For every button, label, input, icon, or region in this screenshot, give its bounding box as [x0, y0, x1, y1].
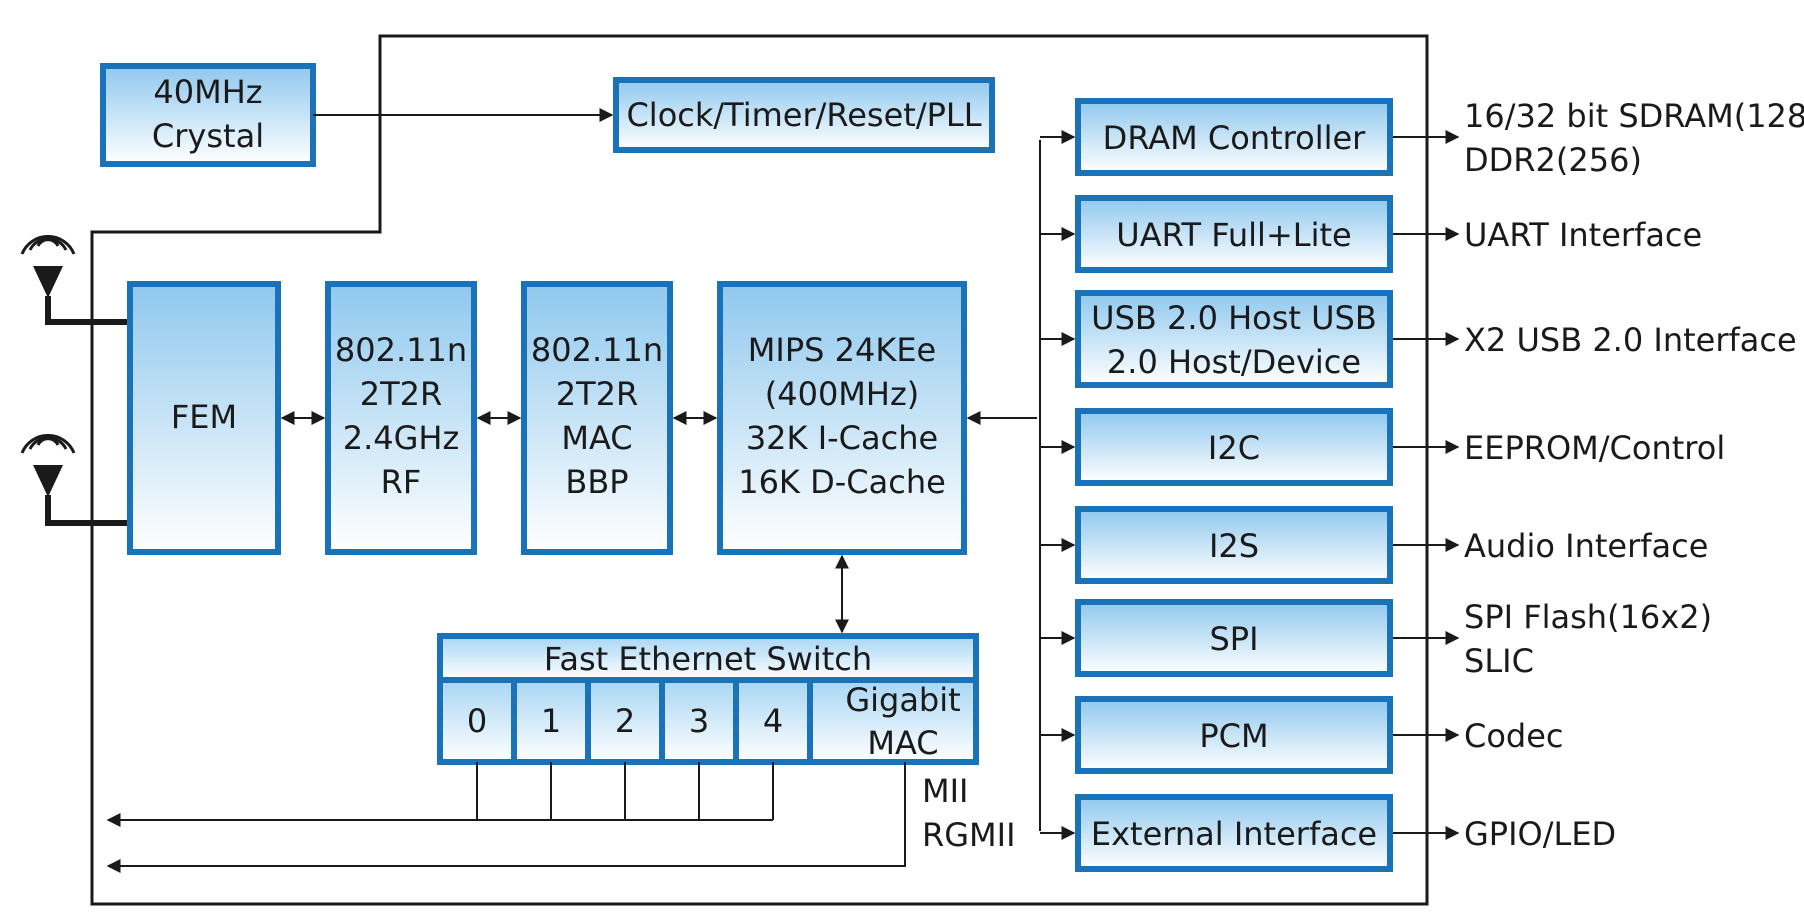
- rf-block: 802.11n 2T2R 2.4GHz RF: [325, 281, 477, 555]
- ext-label-7-0: GPIO/LED: [1464, 815, 1616, 853]
- peripheral-label-2-0: USB 2.0 Host USB: [1091, 299, 1377, 337]
- crystal-block: 40MHz Crystal: [100, 63, 316, 167]
- peripheral-4: I2S Audio Interface: [1040, 506, 1708, 584]
- peripheral-label-4-0: I2S: [1209, 527, 1259, 565]
- peripheral-box-6: [1075, 696, 1393, 774]
- rf-line1: 802.11n: [335, 331, 467, 369]
- ext-label-5-1: SLIC: [1464, 642, 1534, 680]
- peripheral-label-5-0: SPI: [1209, 620, 1258, 658]
- ext-label-4-0: Audio Interface: [1464, 527, 1708, 565]
- fem-label: FEM: [171, 398, 237, 436]
- peripheral-label-0-0: DRAM Controller: [1103, 119, 1367, 157]
- ext-label-0-0: 16/32 bit SDRAM(128): [1464, 97, 1804, 135]
- peripheral-box-4: [1075, 506, 1393, 584]
- antenna-top-icon: [20, 234, 130, 325]
- switch-port-4: 4: [763, 702, 783, 740]
- crystal-line2: Crystal: [152, 117, 264, 155]
- switch-title: Fast Ethernet Switch: [544, 640, 872, 678]
- peripheral-5: SPI SPI Flash(16x2) SLIC: [1040, 598, 1712, 680]
- peripheral-3: I2C EEPROM/Control: [1040, 408, 1725, 486]
- cpu-line1: MIPS 24KEe: [748, 331, 936, 369]
- peripheral-box-7: [1075, 794, 1393, 872]
- peripheral-label-7-0: External Interface: [1091, 815, 1377, 853]
- rf-line3: 2.4GHz: [343, 419, 460, 457]
- peripheral-box-5: [1075, 599, 1393, 677]
- mac-line4: BBP: [565, 463, 628, 501]
- mac-block: 802.11n 2T2R MAC BBP: [521, 281, 673, 555]
- switch-port-1: 1: [541, 702, 561, 740]
- chip-boundary: [90, 34, 1429, 906]
- peripheral-label-3-0: I2C: [1208, 429, 1260, 467]
- clock-block: Clock/Timer/Reset/PLL: [613, 77, 995, 153]
- cpu-line3: 32K I-Cache: [746, 419, 938, 457]
- mac-line3: MAC: [561, 419, 632, 457]
- cpu-line2: (400MHz): [765, 375, 920, 413]
- rgmii-label: RGMII: [922, 816, 1016, 854]
- antenna-bottom-icon: [20, 433, 130, 526]
- peripheral-7: External Interface GPIO/LED: [1040, 794, 1616, 872]
- clock-label: Clock/Timer/Reset/PLL: [626, 96, 981, 134]
- peripheral-box-1: [1075, 195, 1393, 273]
- rf-line2: 2T2R: [360, 375, 443, 413]
- mac-line2: 2T2R: [556, 375, 639, 413]
- cpu-line4: 16K D-Cache: [738, 463, 946, 501]
- switch-port-0: 0: [467, 702, 487, 740]
- fem-block: FEM: [127, 281, 281, 555]
- rf-line4: RF: [381, 463, 422, 501]
- peripheral-blocks: DRAM Controller 16/32 bit SDRAM(128) DDR2(…: [1040, 97, 1804, 872]
- ext-label-3-0: EEPROM/Control: [1464, 429, 1725, 467]
- ethernet-switch-block: Fast Ethernet Switch 0 1 2 3 4 Gigabit M…: [437, 633, 979, 765]
- gigabit-line2: MAC: [867, 724, 938, 762]
- gigabit-line1: Gigabit: [845, 681, 960, 719]
- peripheral-1: UART Full+Lite UART Interface: [1040, 195, 1702, 273]
- mac-line1: 802.11n: [531, 331, 663, 369]
- switch-port-2: 2: [615, 702, 635, 740]
- ext-label-2-0: X2 USB 2.0 Interface: [1464, 321, 1797, 359]
- ext-label-6-0: Codec: [1464, 717, 1564, 755]
- crystal-line1: 40MHz: [153, 73, 262, 111]
- port-wiring: [106, 762, 906, 873]
- ext-label-1-0: UART Interface: [1464, 216, 1702, 254]
- peripheral-box-3: [1075, 408, 1393, 486]
- peripheral-label-1-0: UART Full+Lite: [1116, 216, 1351, 254]
- peripheral-label-2-1: 2.0 Host/Device: [1107, 343, 1361, 381]
- peripheral-box-2: [1075, 290, 1393, 388]
- peripheral-box-0: [1075, 98, 1393, 176]
- cpu-block: MIPS 24KEe (400MHz) 32K I-Cache 16K D-Ca…: [717, 281, 967, 555]
- ext-label-0-1: DDR2(256): [1464, 141, 1642, 179]
- peripheral-6: PCM Codec: [1040, 696, 1564, 774]
- peripheral-label-6-0: PCM: [1199, 717, 1268, 755]
- peripheral-2: USB 2.0 Host USB 2.0 Host/Device X2 USB 2.…: [1040, 290, 1797, 388]
- peripheral-0: DRAM Controller 16/32 bit SDRAM(128) DDR2(…: [1040, 97, 1804, 179]
- ext-label-5-0: SPI Flash(16x2): [1464, 598, 1712, 636]
- switch-port-3: 3: [689, 702, 709, 740]
- mii-label: MII: [922, 772, 968, 810]
